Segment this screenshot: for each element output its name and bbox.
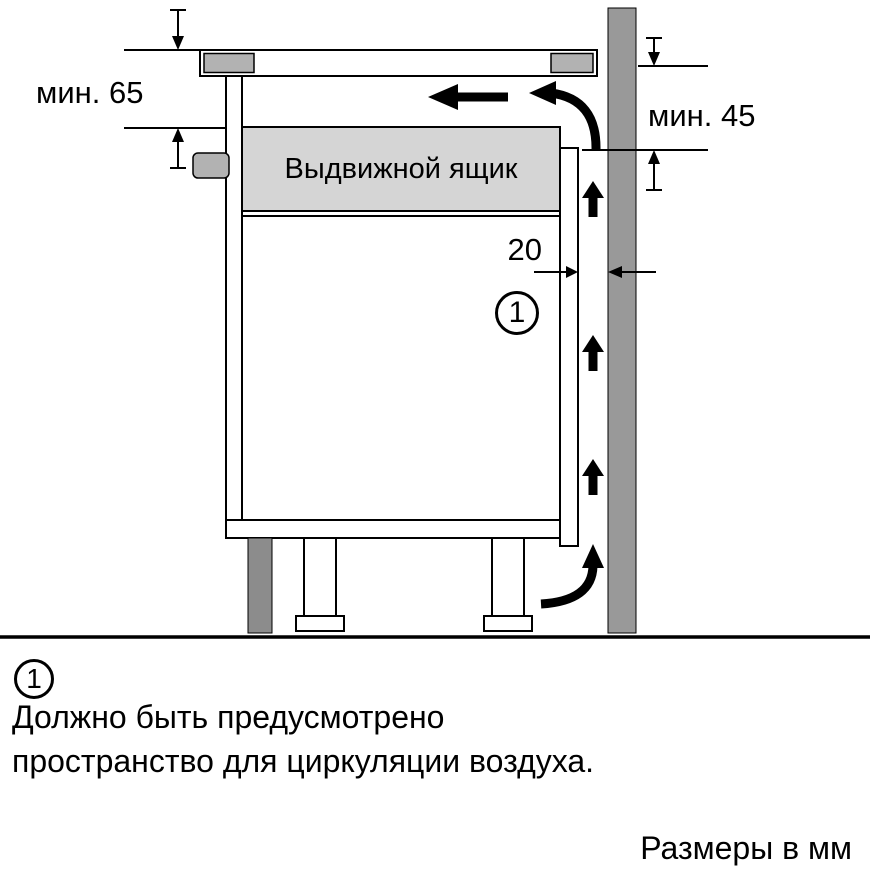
- dimension-min-45: [582, 37, 708, 191]
- footnote-marker: 1: [14, 659, 54, 699]
- drawer-label: Выдвижной ящик: [284, 152, 518, 185]
- hob-trim-left: [203, 52, 255, 74]
- cabinet-back-panel: [559, 147, 579, 547]
- cabinet-bottom-panel: [225, 519, 561, 539]
- airflow-up-arrowhead-1-icon: [582, 181, 604, 198]
- dim-min-right-label: мин. 45: [648, 98, 756, 133]
- callout-1-badge: 1: [495, 291, 539, 335]
- wall: [607, 7, 637, 634]
- footnote-line-2: пространство для циркуляции воздуха.: [12, 743, 595, 779]
- gap-left-arrowhead-icon: [608, 266, 622, 278]
- hob-trim-right: [550, 52, 594, 74]
- gap-size-label: 20: [507, 232, 542, 267]
- airflow-up-arrowhead-2-icon: [582, 335, 604, 352]
- airflow-curve-top-arrowhead-icon: [529, 81, 556, 105]
- cabinet-leg-left-foot: [295, 615, 345, 632]
- plinth-post: [247, 537, 273, 634]
- cabinet-leg-right-foot: [483, 615, 533, 632]
- airflow-arrows: [428, 81, 604, 609]
- cabinet-leg-right: [491, 537, 525, 617]
- airflow-curve-bottom-icon: [540, 565, 598, 609]
- footnote-line-1: Должно быть предусмотрено: [12, 699, 445, 735]
- cabinet-leg-left: [303, 537, 337, 617]
- worktop: [199, 49, 598, 77]
- dim45-up-arrowhead-icon: [648, 150, 660, 164]
- airflow-up-arrowhead-3-icon: [582, 459, 604, 476]
- airflow-left-arrowhead-icon: [428, 84, 458, 110]
- dim-min-top-label: мин. 65: [36, 75, 144, 110]
- dim65-up-arrowhead-icon: [172, 128, 184, 142]
- dimension-min-65: [124, 9, 226, 169]
- airflow-curve-top-icon: [550, 88, 601, 151]
- cabinet-side-panel: [225, 75, 243, 539]
- dim65-down-arrowhead-icon: [172, 36, 184, 50]
- fixing-bracket: [192, 152, 230, 179]
- gap-right-arrowhead-icon: [566, 266, 578, 278]
- dim45-down-arrowhead-icon: [648, 52, 660, 66]
- units-note: Размеры в мм: [640, 830, 852, 866]
- airflow-curve-bottom-arrowhead-icon: [582, 544, 604, 568]
- dimension-gap-20: [534, 266, 656, 278]
- drawer-box: [241, 126, 561, 212]
